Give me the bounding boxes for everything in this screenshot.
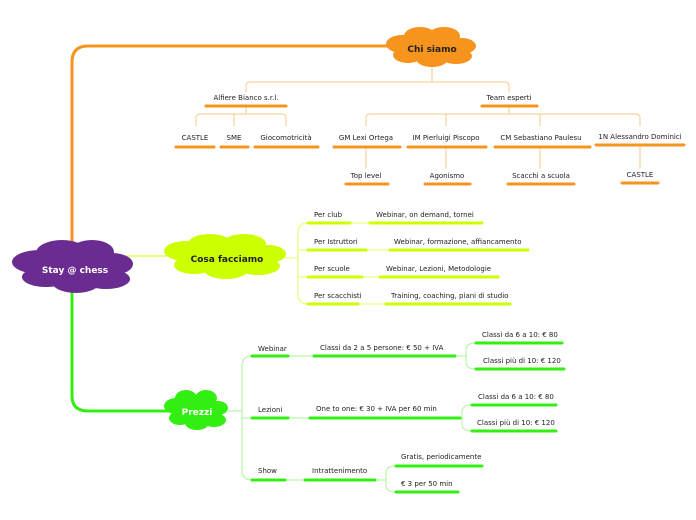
team-member-detail: Agonismo [430, 172, 465, 180]
central-label: Stay @ chess [42, 266, 108, 276]
chi-siamo-node[interactable]: Chi siamo [386, 27, 476, 67]
prezzi-labels: Webinar Classi da 2 a 5 persone: € 50 + … [258, 331, 561, 488]
chi-siamo-tree [195, 64, 641, 169]
sme-label: SME [227, 134, 242, 142]
prezzi-item-label: Show [258, 467, 277, 475]
cosa-row-label: Per scacchisti [314, 292, 362, 300]
cosa-facciamo-node[interactable]: Cosa facciamo [164, 234, 286, 279]
connector-prezzi [70, 280, 170, 413]
prezzi-item-detail: One to one: € 30 + IVA per 60 min [316, 405, 437, 413]
chi-siamo-cloud-shape [386, 27, 476, 67]
cosa-facciamo-tree [281, 222, 391, 305]
cosa-row-detail: Training, coaching, piani di studio [390, 292, 508, 300]
prezzi-sub-item: Classi più di 10: € 120 [477, 419, 555, 427]
prezzi-sub-item: € 3 per 50 min [401, 480, 453, 488]
prezzi-item-detail: Intrattenimento [312, 467, 367, 475]
team-member-detail: CASTLE [627, 171, 654, 179]
prezzi-sub-item: Classi più di 10: € 120 [483, 357, 561, 365]
cosa-row-label: Per scuole [314, 265, 350, 273]
prezzi-item-detail: Classi da 2 a 5 persone: € 50 + IVA [320, 344, 444, 352]
cosa-row-label: Per club [314, 211, 343, 219]
prezzi-item-label: Webinar [258, 345, 287, 353]
cosa-facciamo-labels: Per club Webinar, on demand, tornei Per … [314, 211, 521, 300]
team-member-detail: Top level [350, 172, 382, 180]
connectors [70, 44, 641, 493]
chi-siamo-labels: Alfiere Bianco s.r.l. Team esperti CASTL… [182, 94, 682, 180]
cosa-row-label: Per Istruttori [314, 238, 358, 246]
team-member-name: GM Lexi Ortega [339, 134, 393, 142]
central-cloud-shape [12, 240, 133, 293]
prezzi-cloud-shape [164, 390, 228, 430]
prezzi-sub-item: Classi da 6 a 10: € 80 [478, 393, 554, 401]
underlines [174, 104, 686, 494]
prezzi-sub-item: Classi da 6 a 10: € 80 [482, 331, 558, 339]
cosa-facciamo-label: Cosa facciamo [191, 255, 264, 265]
prezzi-tree [227, 342, 477, 493]
cosa-row-detail: Webinar, Lezioni, Metodologie [386, 265, 491, 273]
cosa-row-detail: Webinar, formazione, affiancamento [394, 238, 521, 246]
castle-label: CASTLE [182, 134, 209, 142]
prezzi-label: Prezzi [182, 408, 213, 418]
central-node[interactable]: Stay @ chess [12, 240, 133, 293]
prezzi-node[interactable]: Prezzi [164, 390, 228, 430]
prezzi-item-label: Lezioni [258, 406, 282, 414]
giocomotricita-label: Giocomotricità [260, 134, 311, 142]
connector-chi-siamo [70, 44, 394, 260]
team-member-name: CM Sebastiano Paulesu [500, 134, 581, 142]
team-member-name: IM Pierluigi Piscopo [413, 134, 480, 142]
cosa-row-detail: Webinar, on demand, tornei [376, 211, 474, 219]
cosa-facciamo-cloud-shape [164, 234, 286, 279]
team-member-detail: Scacchi a scuola [512, 172, 570, 180]
chi-siamo-label: Chi siamo [407, 45, 456, 55]
prezzi-sub-item: Gratis, periodicamente [401, 453, 481, 461]
team-member-name: 1N Alessandro Dominici [598, 133, 681, 141]
team-esperti-label: Team esperti [486, 94, 532, 102]
alfiere-bianco-label: Alfiere Bianco s.r.l. [213, 94, 278, 102]
